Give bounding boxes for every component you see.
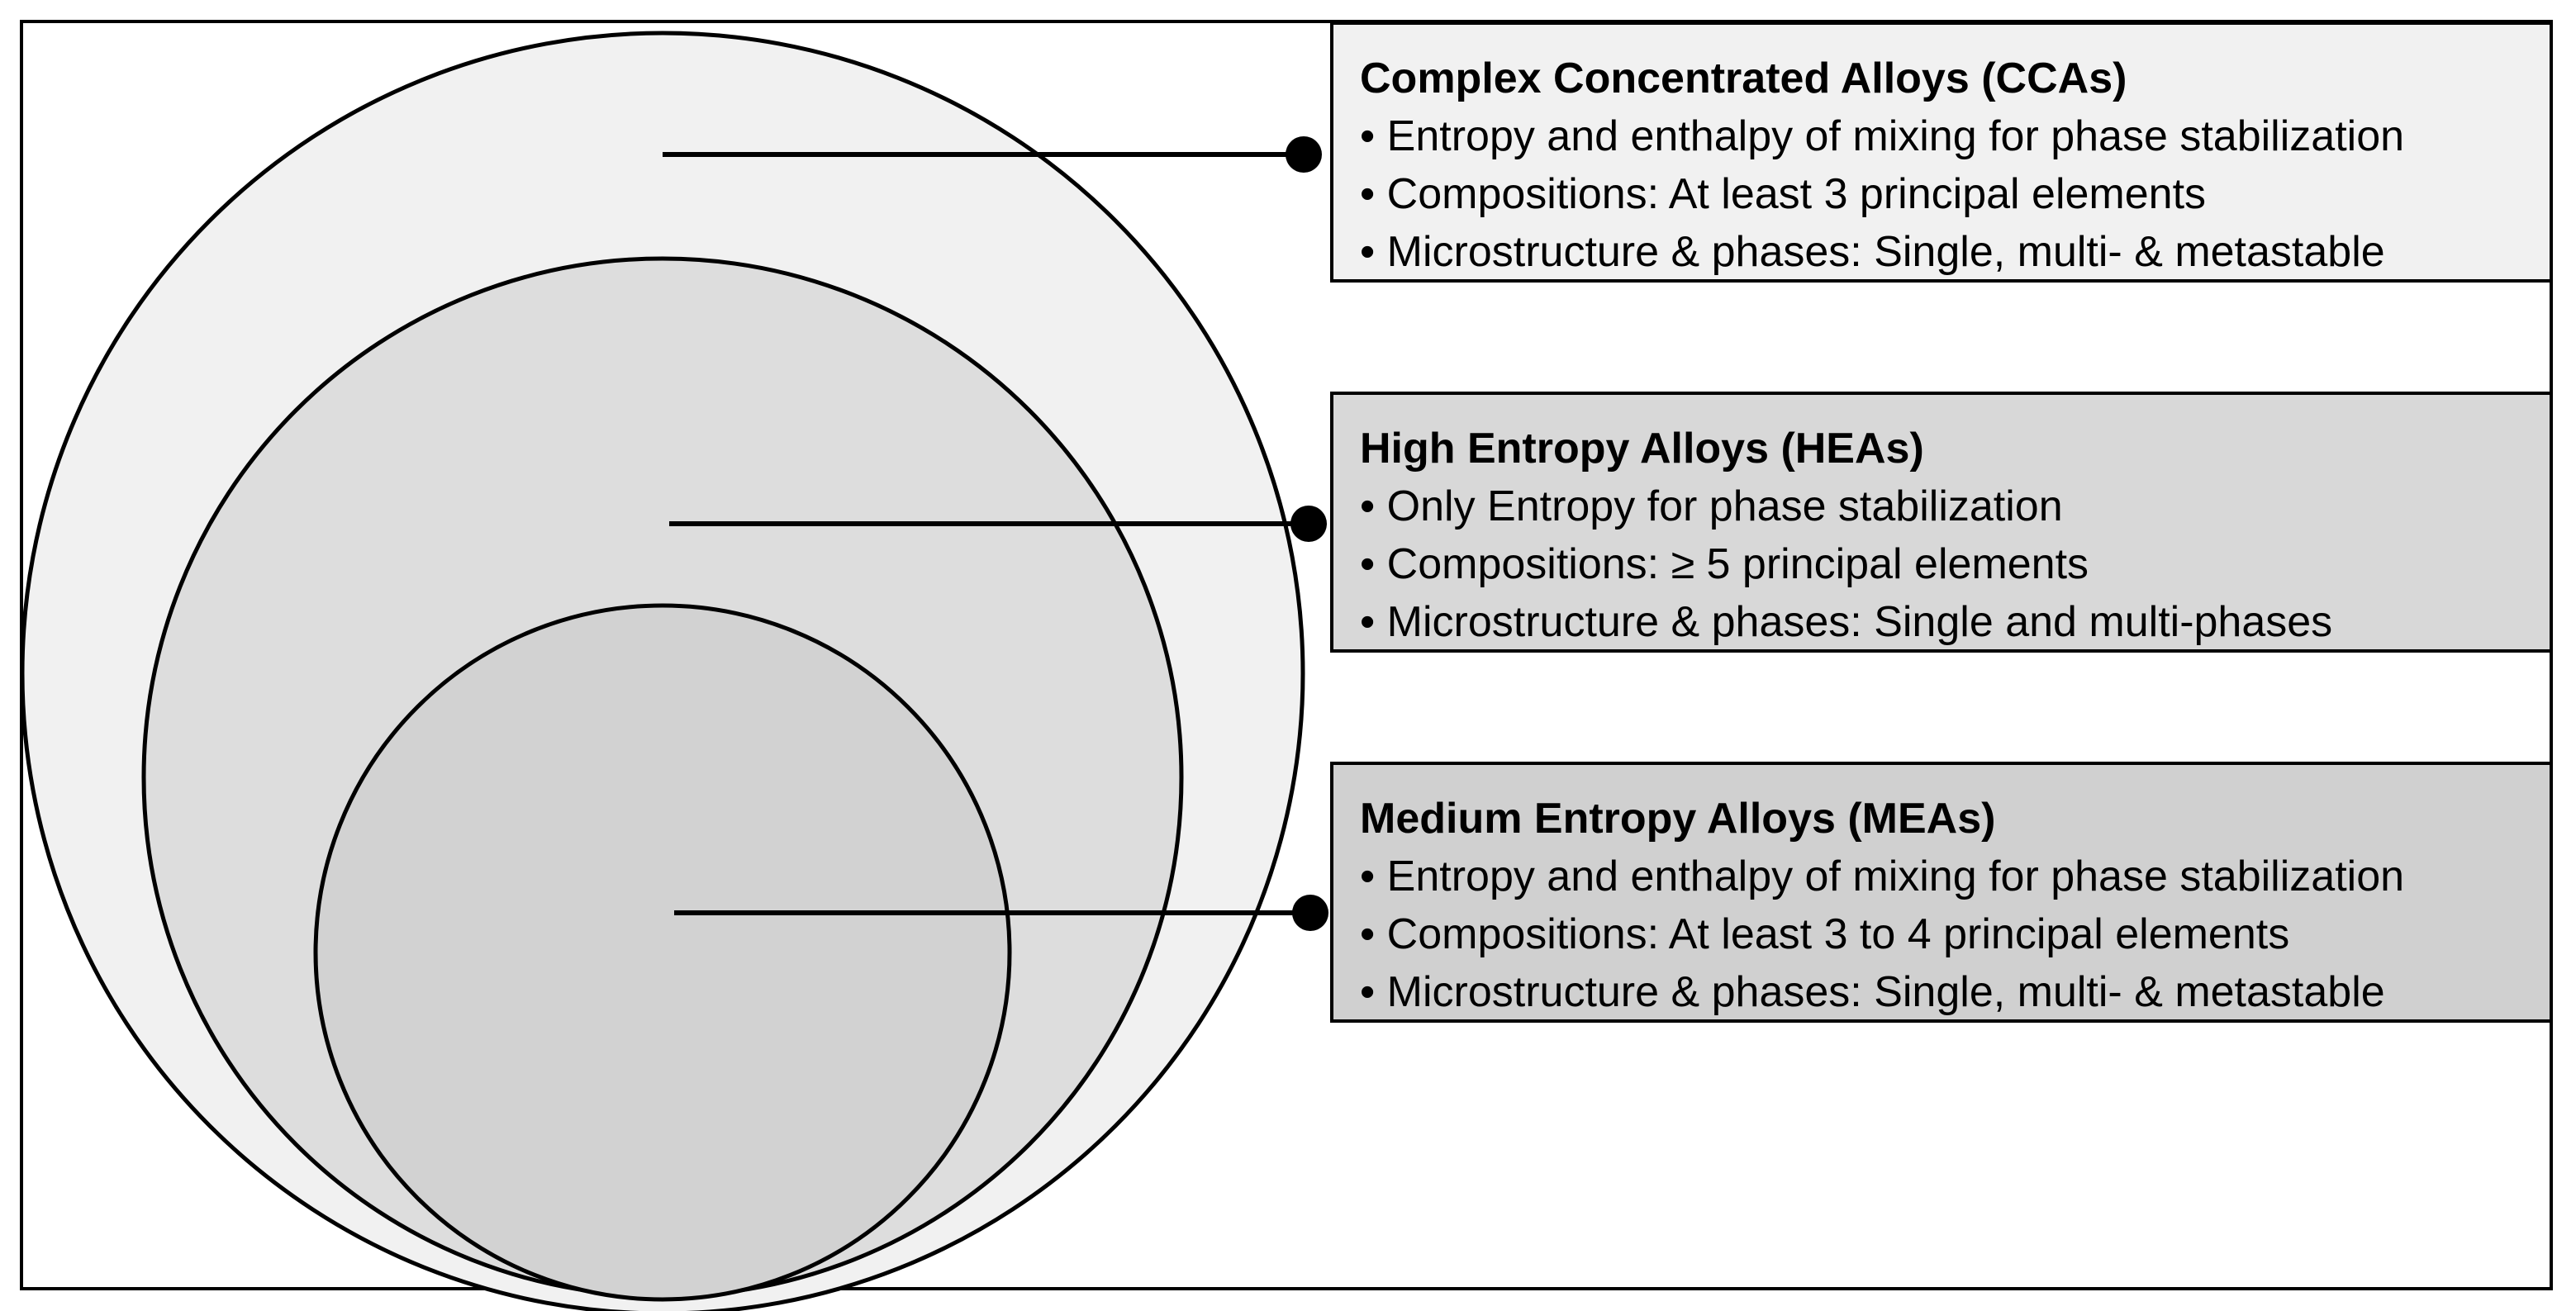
- mea-info-box: Medium Entropy Alloys (MEAs) • Entropy a…: [1330, 762, 2553, 1023]
- cca-phase-stabilization: • Entropy and enthalpy of mixing for pha…: [1360, 112, 2405, 160]
- cca-compositions: • Compositions: At least 3 principal ele…: [1360, 170, 2207, 218]
- hea-compositions: • Compositions: ≥ 5 principal elements: [1360, 540, 2089, 588]
- hea-microstructure: • Microstructure & phases: Single and mu…: [1360, 598, 2333, 646]
- hea-phase-stabilization: • Only Entropy for phase stabilization: [1360, 482, 2063, 530]
- hea-connector-dot: [1290, 506, 1327, 542]
- mea-phase-stabilization: • Entropy and enthalpy of mixing for pha…: [1360, 853, 2405, 900]
- mea-connector-dot: [1292, 895, 1328, 931]
- mea-title: Medium Entropy Alloys (MEAs): [1360, 795, 1996, 843]
- mea-microstructure: • Microstructure & phases: Single, multi…: [1360, 968, 2385, 1016]
- cca-title: Complex Concentrated Alloys (CCAs): [1360, 55, 2127, 102]
- cca-microstructure: • Microstructure & phases: Single, multi…: [1360, 228, 2385, 276]
- hea-title: High Entropy Alloys (HEAs): [1360, 425, 1924, 473]
- mea-circle: [313, 603, 1012, 1302]
- hea-info-box: High Entropy Alloys (HEAs) • Only Entrop…: [1330, 392, 2553, 653]
- cca-connector-dot: [1286, 136, 1322, 173]
- cca-info-box: Complex Concentrated Alloys (CCAs) • Ent…: [1330, 21, 2553, 283]
- mea-compositions: • Compositions: At least 3 to 4 principa…: [1360, 910, 2290, 958]
